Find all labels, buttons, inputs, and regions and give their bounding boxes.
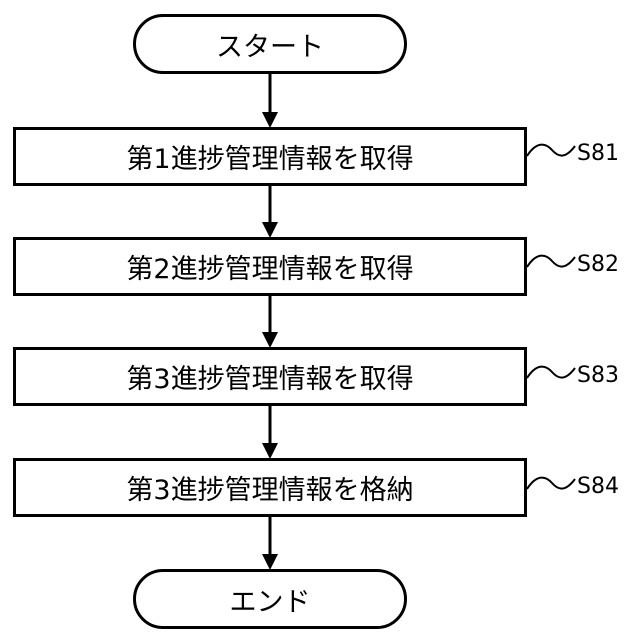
process-step-s83: 第3進捗管理情報を取得 bbox=[13, 347, 527, 406]
leader-s82 bbox=[527, 256, 575, 267]
arrowhead-s82 bbox=[262, 222, 278, 238]
end-terminal: エンド bbox=[133, 569, 407, 629]
arrowhead-s83 bbox=[262, 332, 278, 348]
leader-s83 bbox=[527, 367, 575, 378]
step-label-s84: S84 bbox=[577, 475, 619, 499]
leader-s84 bbox=[527, 478, 575, 489]
arrowhead-end bbox=[262, 554, 278, 570]
arrowhead-s81 bbox=[262, 112, 278, 128]
step-label-s81: S81 bbox=[577, 142, 619, 166]
process-step-s81: 第1進捗管理情報を取得 bbox=[13, 127, 527, 186]
process-step-s84: 第3進捗管理情報を格納 bbox=[13, 458, 527, 517]
step-text-s82: 第2進捗管理情報を取得 bbox=[126, 247, 413, 286]
step-text-s83: 第3進捗管理情報を取得 bbox=[126, 357, 413, 396]
step-label-s83: S83 bbox=[577, 364, 619, 388]
arrowhead-s84 bbox=[262, 443, 278, 459]
step-label-s82: S82 bbox=[577, 253, 619, 277]
end-label: エンド bbox=[230, 580, 311, 619]
step-text-s84: 第3進捗管理情報を格納 bbox=[126, 468, 413, 507]
step-text-s81: 第1進捗管理情報を取得 bbox=[126, 137, 413, 176]
start-label: スタート bbox=[216, 25, 324, 64]
leader-s81 bbox=[527, 145, 575, 156]
process-step-s82: 第2進捗管理情報を取得 bbox=[13, 237, 527, 296]
start-terminal: スタート bbox=[133, 14, 407, 74]
